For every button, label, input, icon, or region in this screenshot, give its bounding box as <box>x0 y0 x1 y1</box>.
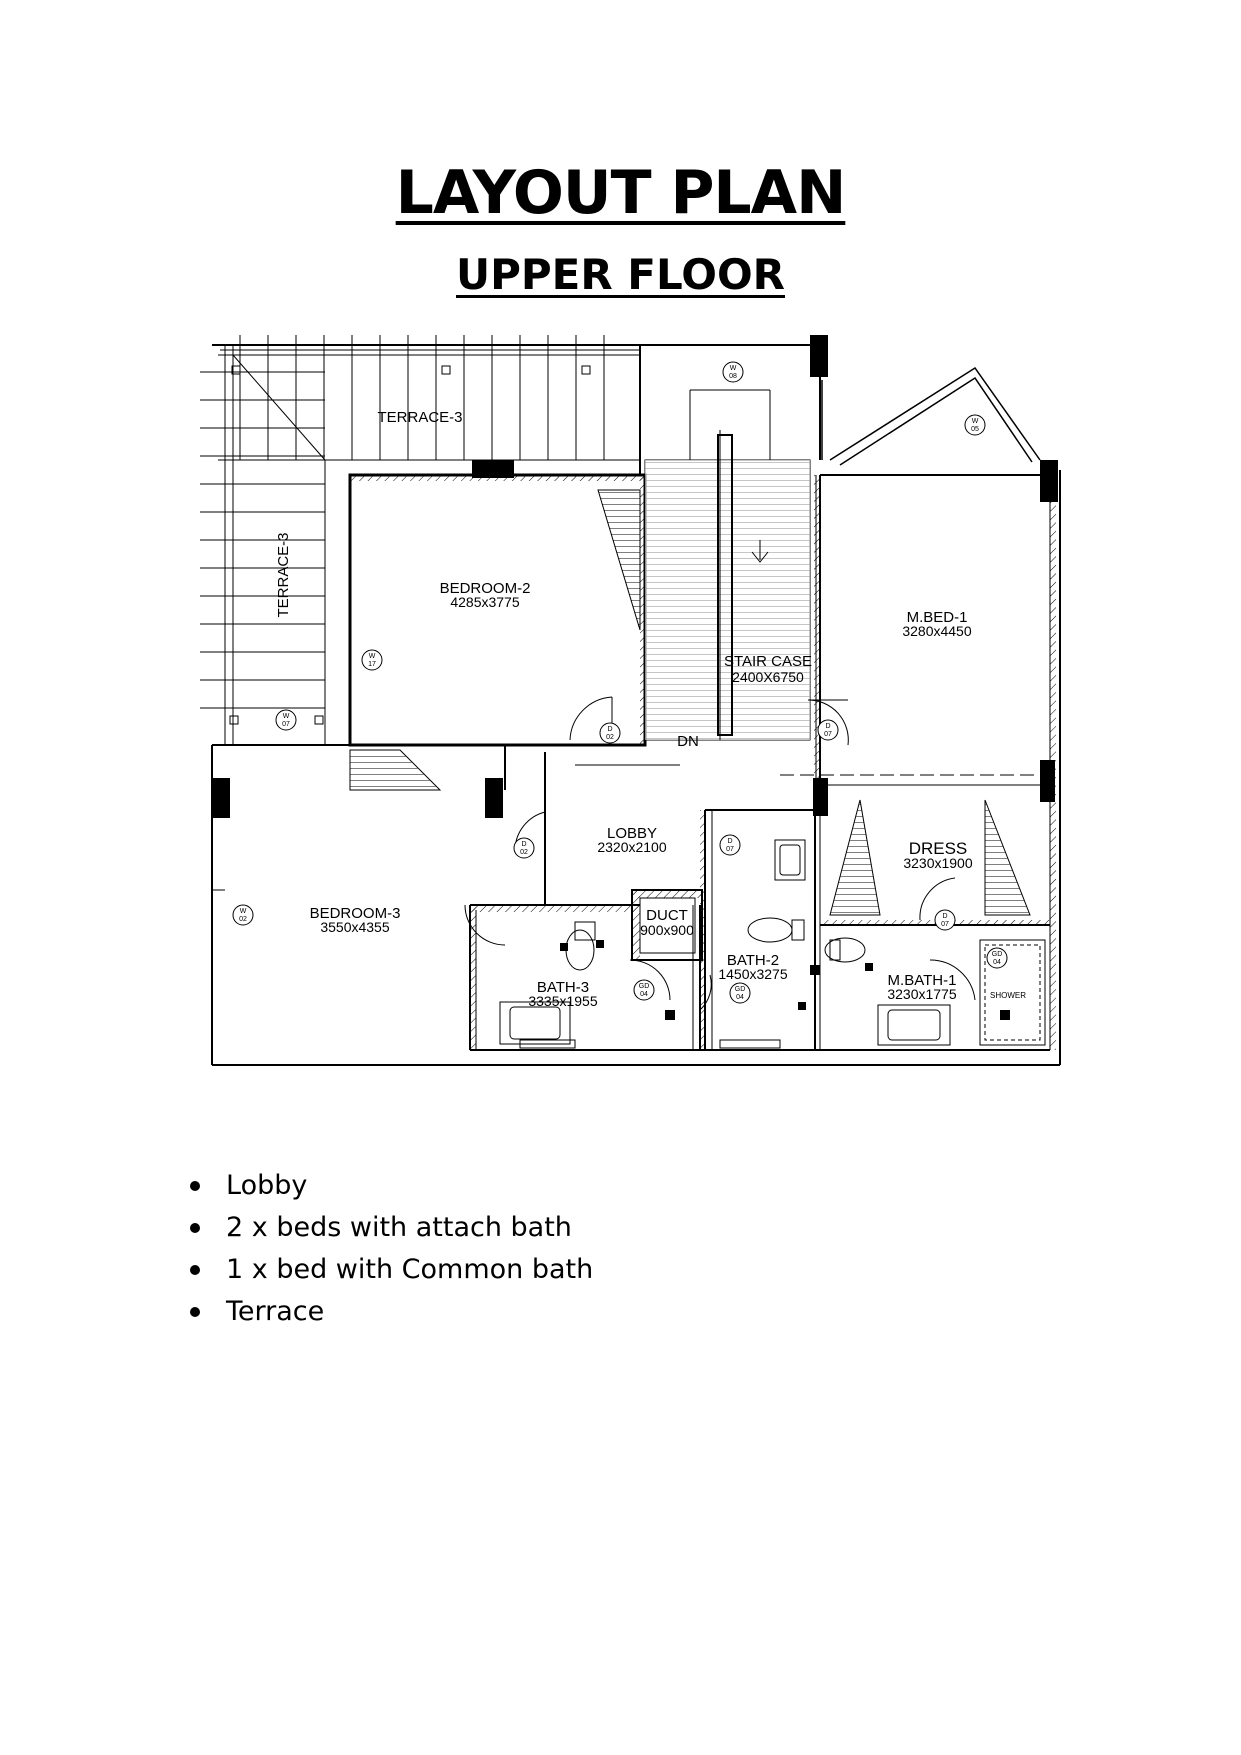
label-dress: DRESS <box>909 839 968 858</box>
label-staircase: STAIR CASE <box>724 653 812 670</box>
size-lobby: 2320x2100 <box>597 839 667 855</box>
label-shower: SHOWER <box>990 991 1026 1000</box>
svg-text:08: 08 <box>729 373 737 380</box>
size-duct: 900x900 <box>640 922 694 938</box>
feature-item: Terrace <box>190 1291 593 1333</box>
svg-text:W: W <box>369 653 376 660</box>
svg-text:D: D <box>607 726 612 733</box>
walls <box>212 344 1050 1051</box>
tag-w17 <box>361 649 383 671</box>
label-bedroom2: BEDROOM-2 <box>440 580 531 597</box>
svg-text:D: D <box>825 723 830 730</box>
tag-w08 <box>722 361 744 383</box>
svg-text:07: 07 <box>941 921 949 928</box>
features-list: Lobby 2 x beds with attach bath 1 x bed … <box>190 1165 593 1333</box>
tag-w05 <box>964 414 986 436</box>
label-dn: DN <box>677 733 699 750</box>
label-mbath1: M.BATH-1 <box>888 972 957 989</box>
svg-text:GD: GD <box>735 986 746 993</box>
tag-w07 <box>275 709 297 731</box>
svg-text:W: W <box>972 418 979 425</box>
tag-text: W 08 W 05 W 17 W 07 W 02 D 02 D 02 D 07 … <box>239 365 1002 1001</box>
svg-text:GD: GD <box>992 951 1003 958</box>
label-terrace-top: TERRACE-3 <box>377 409 462 426</box>
columns <box>212 335 1058 818</box>
svg-text:D: D <box>942 913 947 920</box>
bathroom-fixtures <box>499 839 1046 1049</box>
page-title: LAYOUT PLAN <box>0 158 1241 228</box>
label-lobby: LOBBY <box>607 825 657 842</box>
svg-text:02: 02 <box>606 734 614 741</box>
tag-gd04-a <box>633 979 655 1001</box>
size-mbed1: 3280x4450 <box>902 623 972 639</box>
svg-text:02: 02 <box>520 849 528 856</box>
label-duct: DUCT <box>646 907 688 924</box>
size-bedroom2: 4285x3775 <box>450 594 520 610</box>
svg-text:W: W <box>283 713 290 720</box>
svg-text:GD: GD <box>639 983 650 990</box>
page-title-text: LAYOUT PLAN <box>395 158 847 228</box>
staircase <box>644 389 811 741</box>
tag-d07-a <box>719 834 741 856</box>
page-subtitle: UPPER FLOOR <box>0 250 1241 299</box>
svg-text:D: D <box>521 841 526 848</box>
size-mbath1: 3230x1775 <box>887 986 957 1002</box>
size-dress: 3230x1900 <box>903 855 973 871</box>
label-bath3: BATH-3 <box>537 979 589 996</box>
svg-text:02: 02 <box>239 916 247 923</box>
tag-gd04-b <box>729 982 751 1004</box>
svg-text:W: W <box>730 365 737 372</box>
feature-item: Lobby <box>190 1165 593 1207</box>
wardrobes <box>349 489 1031 916</box>
svg-text:17: 17 <box>368 661 376 668</box>
feature-item: 1 x bed with Common bath <box>190 1249 593 1291</box>
svg-text:04: 04 <box>993 959 1001 966</box>
bay-window <box>821 366 1041 466</box>
tag-w02 <box>232 904 254 926</box>
size-bath2: 1450x3275 <box>718 966 788 982</box>
tag-d02-a <box>599 722 621 744</box>
size-bedroom3: 3550x4355 <box>320 919 390 935</box>
tag-d02-b <box>513 837 535 859</box>
svg-text:07: 07 <box>726 846 734 853</box>
svg-text:D: D <box>727 838 732 845</box>
label-terrace-side: TERRACE-3 <box>275 532 292 617</box>
tag-gd04-c <box>986 947 1008 969</box>
room-labels: TERRACE-3 TERRACE-3 BEDROOM-2 4285x3775 … <box>275 409 1026 1009</box>
label-bedroom3: BEDROOM-3 <box>310 905 401 922</box>
svg-text:W: W <box>240 908 247 915</box>
label-mbed1: M.BED-1 <box>907 609 968 626</box>
size-bath3: 3335x1955 <box>528 993 598 1009</box>
svg-text:07: 07 <box>824 731 832 738</box>
floor-drains <box>560 940 1010 1020</box>
floor-plan-drawing: W 08 W 05 W 17 W 07 W 02 D 02 D 02 D 07 … <box>200 335 1061 1066</box>
label-bath2: BATH-2 <box>727 952 779 969</box>
svg-text:07: 07 <box>282 721 290 728</box>
page-subtitle-text: UPPER FLOOR <box>455 250 786 299</box>
feature-item: 2 x beds with attach bath <box>190 1207 593 1249</box>
svg-text:04: 04 <box>640 991 648 998</box>
tag-d07-b <box>817 719 839 741</box>
svg-text:05: 05 <box>971 426 979 433</box>
tags <box>232 361 1008 1004</box>
size-staircase: 2400X6750 <box>732 669 804 685</box>
tag-d07-c <box>934 909 956 931</box>
svg-text:04: 04 <box>736 994 744 1001</box>
pergola <box>200 335 640 745</box>
